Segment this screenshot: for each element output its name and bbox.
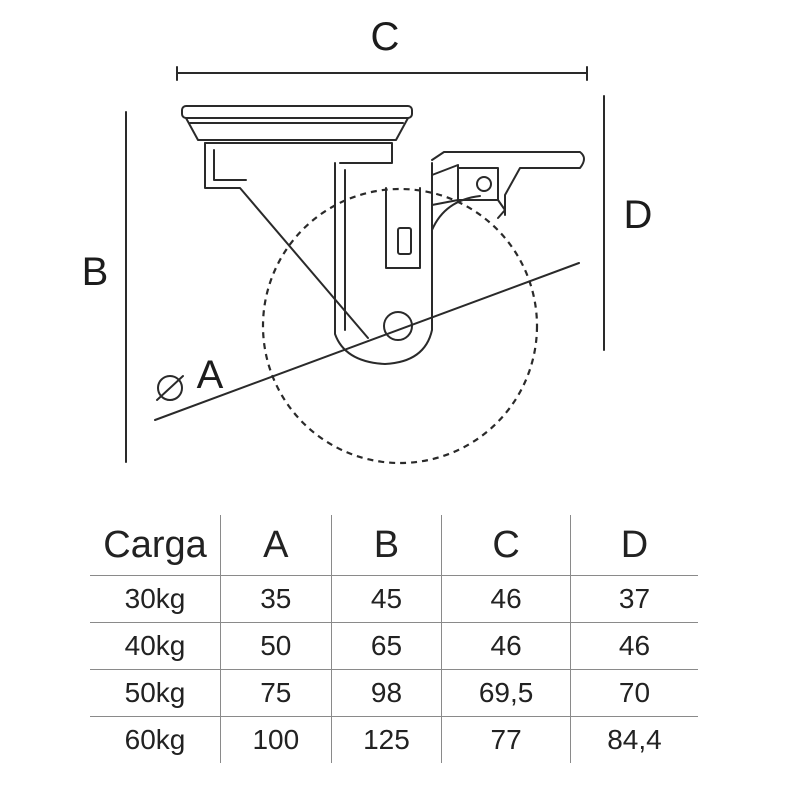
cell-b: 65 bbox=[330, 622, 442, 670]
header-carga: Carga bbox=[103, 523, 207, 566]
brake-lever bbox=[431, 151, 585, 231]
header-b: B bbox=[330, 515, 442, 576]
cell-c: 46 bbox=[441, 622, 571, 670]
load-dimension-table: Carga A B C D 30kg 35 45 46 37 40kg 50 6… bbox=[90, 515, 698, 763]
cell-b: 98 bbox=[330, 669, 442, 717]
cell-b: 45 bbox=[330, 575, 442, 623]
caster-fork bbox=[204, 142, 433, 365]
table-header-row: Carga A B C D bbox=[90, 515, 698, 576]
table-row: 40kg 50 65 46 46 bbox=[90, 622, 698, 670]
cell-load: 50kg bbox=[90, 669, 221, 717]
table-row: 60kg 100 125 77 84,4 bbox=[90, 716, 698, 763]
cell-b: 125 bbox=[330, 716, 442, 763]
cell-a: 50 bbox=[220, 622, 332, 670]
cell-d: 84,4 bbox=[569, 716, 698, 763]
top-plate bbox=[181, 105, 413, 141]
cell-c: 77 bbox=[441, 716, 571, 763]
cell-c: 69,5 bbox=[441, 669, 571, 717]
cell-d: 70 bbox=[569, 669, 698, 717]
diameter-symbol bbox=[157, 375, 183, 401]
dimension-b-label: B bbox=[82, 250, 109, 294]
cell-d: 46 bbox=[569, 622, 698, 670]
cell-a: 35 bbox=[220, 575, 332, 623]
dimension-b: B bbox=[82, 111, 127, 463]
cell-d: 37 bbox=[569, 575, 698, 623]
cell-c: 46 bbox=[441, 575, 571, 623]
wheel-outline bbox=[261, 187, 539, 465]
dimension-d-label: D bbox=[624, 193, 653, 237]
table-row: 30kg 35 45 46 37 bbox=[90, 575, 698, 623]
header-c: C bbox=[441, 515, 571, 576]
cell-load: 30kg bbox=[90, 575, 221, 623]
axle bbox=[383, 311, 413, 341]
header-a: A bbox=[220, 515, 332, 576]
dimension-a-label: A bbox=[197, 353, 224, 397]
dimension-d: D bbox=[603, 95, 653, 351]
cell-load: 40kg bbox=[90, 622, 221, 670]
cell-a: 75 bbox=[220, 669, 332, 717]
table-row: 50kg 75 98 69,5 70 bbox=[90, 669, 698, 717]
cell-a: 100 bbox=[220, 716, 332, 763]
header-d: D bbox=[569, 515, 698, 576]
dimension-a: A bbox=[154, 262, 580, 421]
dimension-c: C bbox=[176, 15, 588, 81]
dimension-c-label: C bbox=[371, 15, 400, 59]
cell-load: 60kg bbox=[90, 716, 221, 763]
